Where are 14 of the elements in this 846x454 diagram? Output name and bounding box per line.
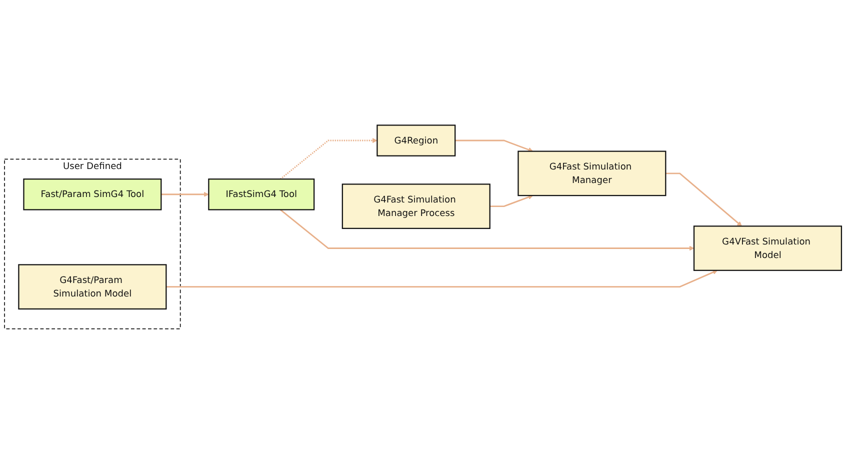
node-box: IFastSimG4 Tool xyxy=(208,178,315,210)
arrow xyxy=(166,270,718,288)
node-box: G4Fast Simulation Manager Process xyxy=(342,184,490,229)
arrow xyxy=(666,172,742,226)
node-box: G4VFast Simulation Model xyxy=(693,226,842,271)
node-box: Fast/Param SimG4 Tool xyxy=(23,178,162,210)
arrow xyxy=(490,194,534,208)
node-box: G4Fast Simulation Manager xyxy=(518,150,666,196)
node-box: G4Region xyxy=(376,124,456,156)
node-box: G4Fast/Param Simulation Model xyxy=(18,264,167,310)
arrow xyxy=(280,209,694,251)
arrow xyxy=(161,192,209,197)
arrow xyxy=(280,138,378,180)
arrow xyxy=(455,140,534,152)
